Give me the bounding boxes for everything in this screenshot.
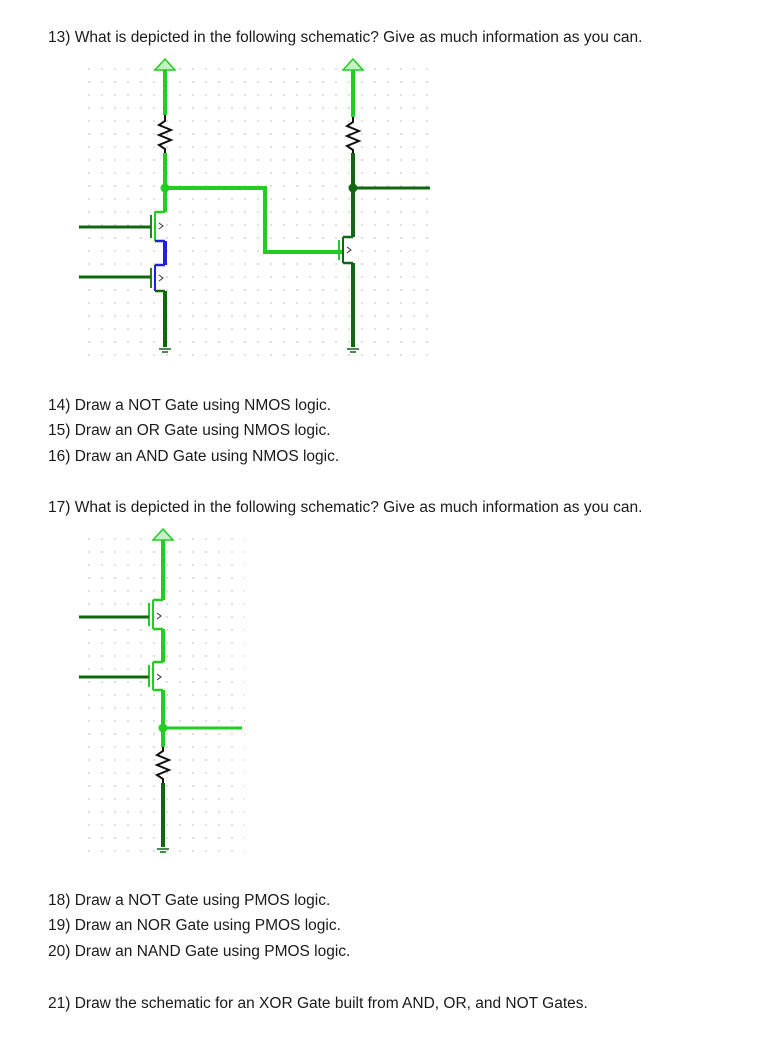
vdd-terminal xyxy=(151,527,175,600)
pullup-resistor-left xyxy=(156,115,174,188)
schematic-nmos-two-stage xyxy=(79,57,430,358)
question-18: 18) Draw a NOT Gate using PMOS logic. xyxy=(48,892,331,909)
question-17: 17) What is depicted in the following sc… xyxy=(48,499,643,516)
question-13: 13) What is depicted in the following sc… xyxy=(48,29,643,46)
pulldown-resistor xyxy=(154,747,172,783)
question-20: 20) Draw an NAND Gate using PMOS logic. xyxy=(48,943,351,960)
schematic-pmos-series xyxy=(79,527,245,861)
question-15: 15) Draw an OR Gate using NMOS logic. xyxy=(48,422,331,439)
question-16: 16) Draw an AND Gate using NMOS logic. xyxy=(48,448,340,465)
question-14: 14) Draw a NOT Gate using NMOS logic. xyxy=(48,397,332,414)
question-21: 21) Draw the schematic for an XOR Gate b… xyxy=(48,995,588,1012)
interstage-wire xyxy=(165,186,343,254)
vdd-terminal-right xyxy=(341,57,365,117)
ground-terminal-right xyxy=(347,263,359,353)
grid-background xyxy=(85,63,430,358)
ground-terminal xyxy=(157,783,169,853)
question-19: 19) Draw an NOR Gate using PMOS logic. xyxy=(48,917,341,934)
pullup-resistor-right xyxy=(344,117,362,188)
vdd-terminal-left xyxy=(153,57,177,115)
ground-terminal-left xyxy=(159,291,171,353)
